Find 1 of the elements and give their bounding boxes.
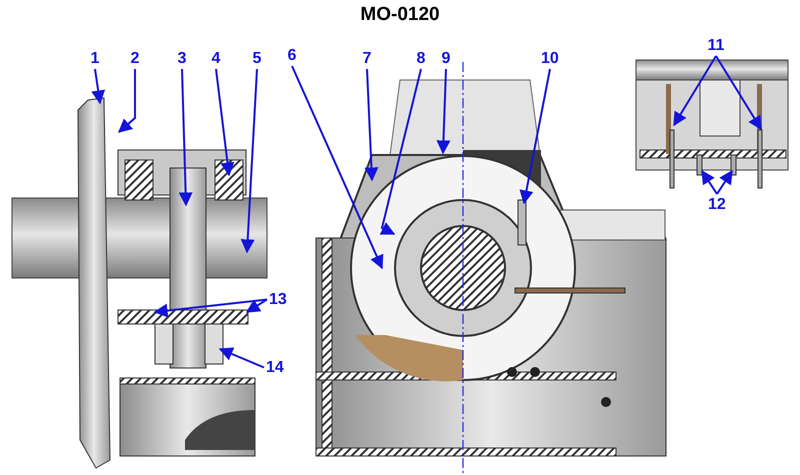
drawing-title: MO-0120 (359, 4, 441, 26)
